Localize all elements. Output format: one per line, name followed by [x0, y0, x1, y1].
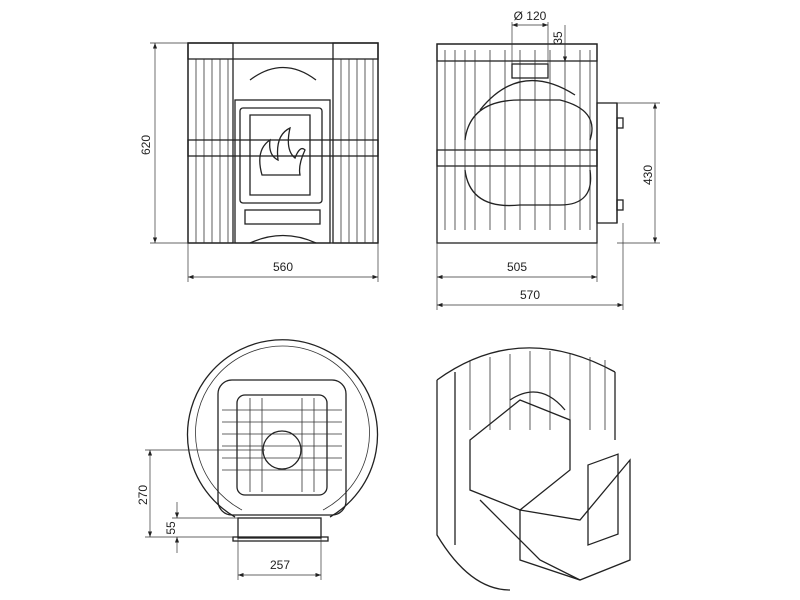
front-view: [187, 42, 379, 244]
dim-270: 270: [136, 485, 150, 505]
dim-505: 505: [507, 260, 527, 274]
dim-55: 55: [164, 521, 178, 535]
dim-257: 257: [270, 558, 290, 572]
dim-35: 35: [551, 31, 565, 45]
dim-flue-diameter: Ø 120: [514, 9, 547, 23]
dimension-depth: 505 570: [436, 223, 624, 310]
dimension-height: 620: [139, 42, 188, 244]
isometric-view: [436, 347, 631, 591]
dimension-flue: Ø 120 35: [511, 9, 568, 64]
top-view: [186, 339, 379, 542]
side-view: [436, 43, 624, 244]
dimension-top: 270 55 257: [136, 449, 322, 580]
flame-icon: [259, 126, 306, 176]
dim-570: 570: [520, 288, 540, 302]
dim-430: 430: [641, 165, 655, 185]
dim-620: 620: [139, 135, 153, 155]
dimension-door-height: 430: [617, 102, 660, 244]
dimension-width: 560: [187, 243, 379, 282]
dim-560: 560: [273, 260, 293, 274]
